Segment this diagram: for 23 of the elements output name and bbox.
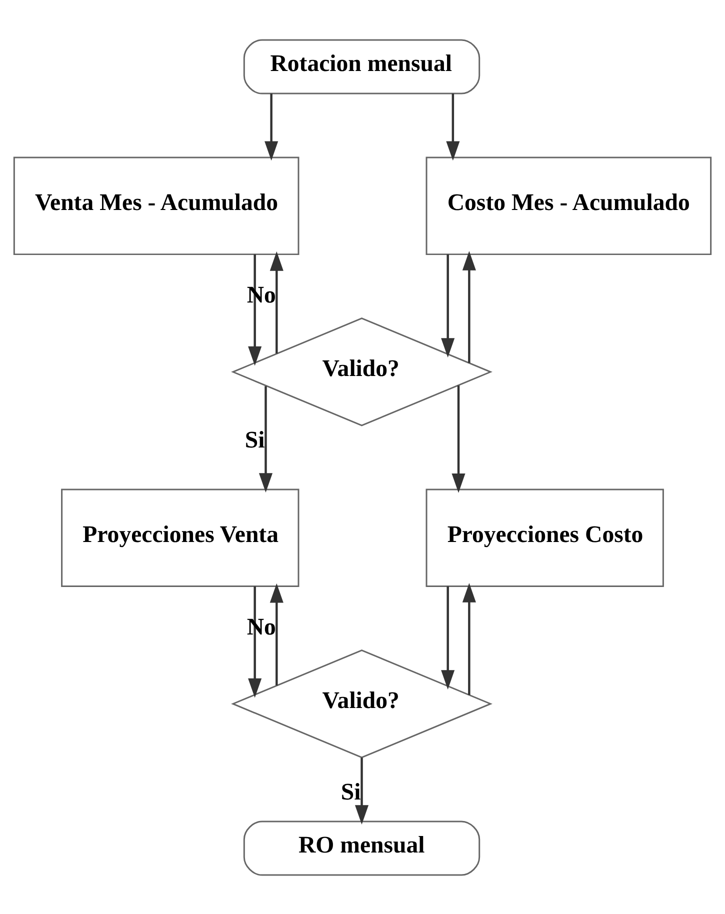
arrow — [248, 586, 262, 698]
node-box: Rotacion mensual — [243, 38, 480, 94]
node-box: Costo Mes - Acumulado — [426, 156, 712, 255]
arrow — [270, 582, 284, 685]
arrow — [452, 384, 466, 492]
edge-label: Si — [244, 427, 265, 454]
node-box: RO mensual — [243, 820, 480, 876]
node-diamond: Valido? — [231, 648, 492, 758]
arrow — [441, 254, 455, 357]
node-box: Venta Mes - Acumulado — [13, 156, 300, 255]
arrow — [264, 93, 278, 160]
arrow — [258, 386, 273, 492]
arrow — [441, 586, 455, 689]
arrow — [354, 757, 369, 824]
arrow — [270, 250, 284, 353]
arrow — [462, 582, 476, 694]
arrow — [248, 254, 262, 366]
arrow — [462, 250, 476, 362]
node-box: Proyecciones Venta — [61, 488, 300, 586]
node-box: Proyecciones Costo — [426, 488, 664, 586]
edge-label: Si — [340, 779, 361, 806]
arrow — [446, 93, 460, 160]
node-diamond: Valido? — [231, 317, 492, 426]
